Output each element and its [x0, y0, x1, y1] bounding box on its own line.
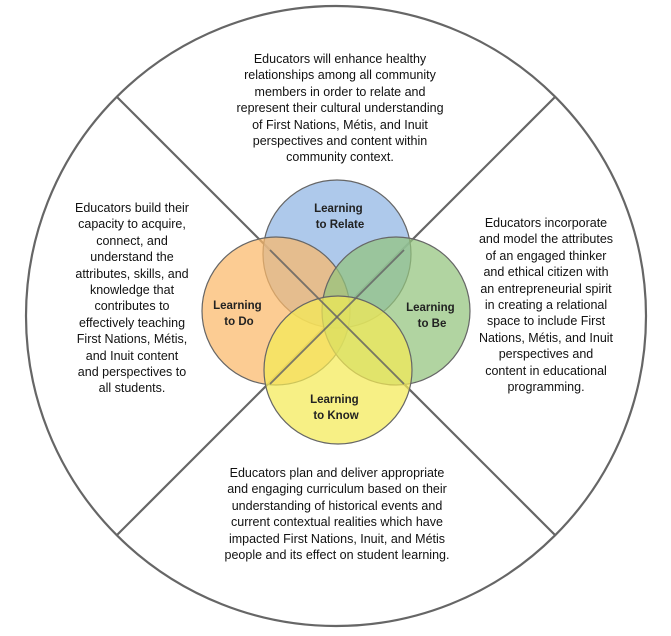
quadrant-text-bottom: Educators plan and deliver appropriate a…	[224, 466, 450, 563]
label-be-line1: Learning	[406, 302, 455, 314]
label-know: Learning to Know	[310, 394, 362, 422]
divider-overlay-ascending	[269, 249, 405, 385]
label-be-line2: to Be	[418, 318, 447, 330]
label-be: Learning to Be	[406, 302, 458, 330]
label-relate-line1: Learning	[314, 203, 363, 215]
label-relate: Learning to Relate	[314, 203, 366, 231]
label-do: Learning to Do	[213, 300, 265, 328]
label-know-line1: Learning	[310, 394, 359, 406]
venn-circle-know	[263, 295, 413, 445]
quadrant-text-right: Educators incorporate and model the attr…	[478, 216, 614, 395]
label-know-line2: to Know	[313, 410, 358, 422]
quadrant-text-left: Educators build their capacity to acquir…	[75, 201, 189, 396]
label-do-line2: to Do	[224, 316, 253, 328]
quadrant-text-top: Educators will enhance healthy relations…	[236, 52, 444, 165]
label-relate-line2: to Relate	[316, 219, 365, 231]
label-do-line1: Learning	[213, 300, 262, 312]
